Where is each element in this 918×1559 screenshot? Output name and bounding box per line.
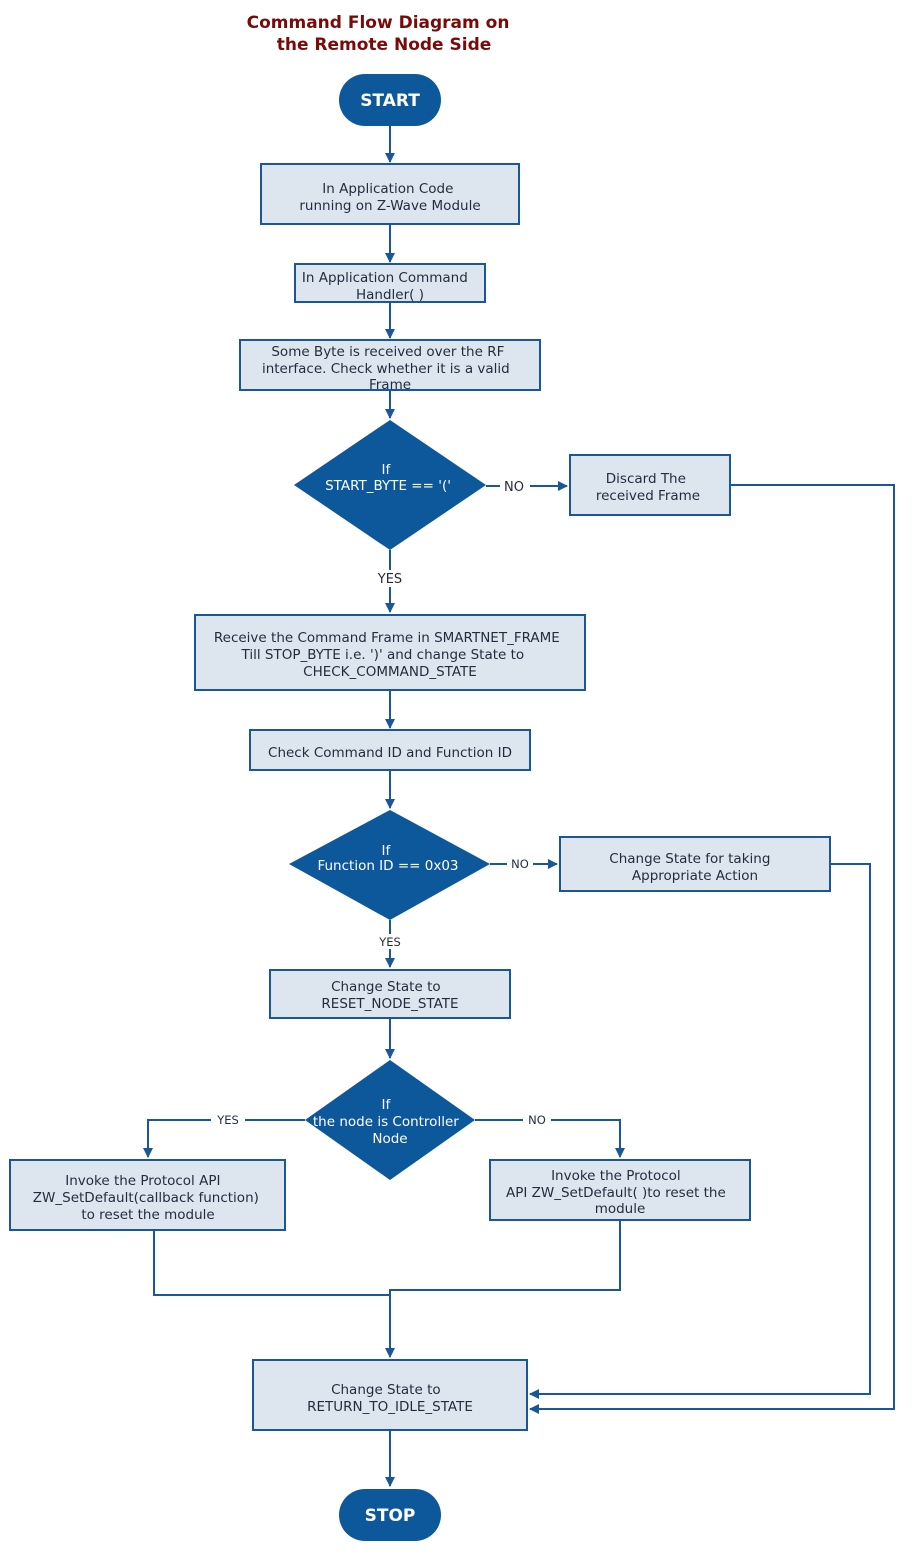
box-invoke-callback: Invoke the Protocol API ZW_SetDefault(ca… [9,1159,286,1231]
svg-text:Invoke the Protocol API: Invoke the Protocol API ZW_SetDefault( )… [506,1168,730,1217]
svg-text:Discard The received Fra: Discard The received Frame [596,471,700,504]
label-controller-no: NO [528,1113,546,1127]
svg-text:Check Command ID and Function: Check Command ID and Function ID [268,745,512,761]
box-idle-state: Change State to RETURN_TO_IDLE_STATE [252,1359,528,1431]
edge-labels: NO YES NO YES YES NO [211,478,551,1127]
svg-text:Change State to RETURN_T: Change State to RETURN_TO_IDLE_STATE [307,1382,473,1415]
box-command-handler: In Application Command Handler( ) [294,263,486,303]
svg-text:If START_BYTE == '(': If START_BYTE == '(' [325,462,451,494]
svg-text:In Application Code runn: In Application Code running on Z-Wave Mo… [299,181,480,214]
decision-start-byte: If START_BYTE == '(' [294,420,486,550]
diagram-title: Command Flow Diagram on the Remote Node … [247,13,516,55]
edge-plain-merge [385,1220,621,1358]
box-check-ids: Check Command ID and Function ID [249,729,531,771]
svg-text:Invoke the Protocol API: Invoke the Protocol API ZW_SetDefault(ca… [33,1173,263,1223]
label-controller-yes: YES [216,1113,239,1127]
label-function-id-yes: YES [378,935,401,949]
svg-text:If Function ID == 0x03: If Function ID == 0x03 [317,843,458,874]
label-function-id-no: NO [511,857,529,871]
svg-text:If the node is Controlle: If the node is Controller Node [313,1097,463,1147]
edge-callback-merge [153,1230,390,1296]
edge-controller-yes [143,1119,305,1158]
box-change-action: Change State for taking Appropriate Acti… [559,836,831,892]
box-app-code: In Application Code running on Z-Wave Mo… [260,163,520,225]
box-reset-state: Change State to RESET_NODE_STATE [269,969,511,1019]
svg-text:Change State for taking: Change State for taking Appropriate Acti… [609,851,774,884]
box-byte-received: Some Byte is received over the RF interf… [239,339,541,393]
svg-text:Change State to RESET_NO: Change State to RESET_NODE_STATE [321,979,458,1012]
label-start-byte-yes: YES [377,572,402,587]
box-receive-frame: Receive the Command Frame in SMARTNET_FR… [194,614,586,691]
svg-text:In Application Command H: In Application Command Handler( ) [302,270,472,303]
label-start-byte-no: NO [504,480,524,495]
edge-discard-to-idle [529,484,895,1414]
svg-text:Some Byte is received over the: Some Byte is received over the RF interf… [262,344,514,393]
start-node: START [339,74,441,126]
decision-function-id: If Function ID == 0x03 [289,810,490,920]
start-label: START [360,91,420,111]
connectors [143,126,895,1487]
box-discard-frame: Discard The received Frame [569,454,731,516]
box-invoke-plain: Invoke the Protocol API ZW_SetDefault( )… [489,1159,751,1221]
decision-controller: If the node is Controller Node [305,1060,475,1180]
edge-action-to-idle [529,863,871,1399]
stop-label: STOP [365,1506,416,1526]
stop-node: STOP [339,1489,441,1541]
svg-text:Receive the Command Frame in S: Receive the Command Frame in SMARTNET_FR… [214,630,564,680]
